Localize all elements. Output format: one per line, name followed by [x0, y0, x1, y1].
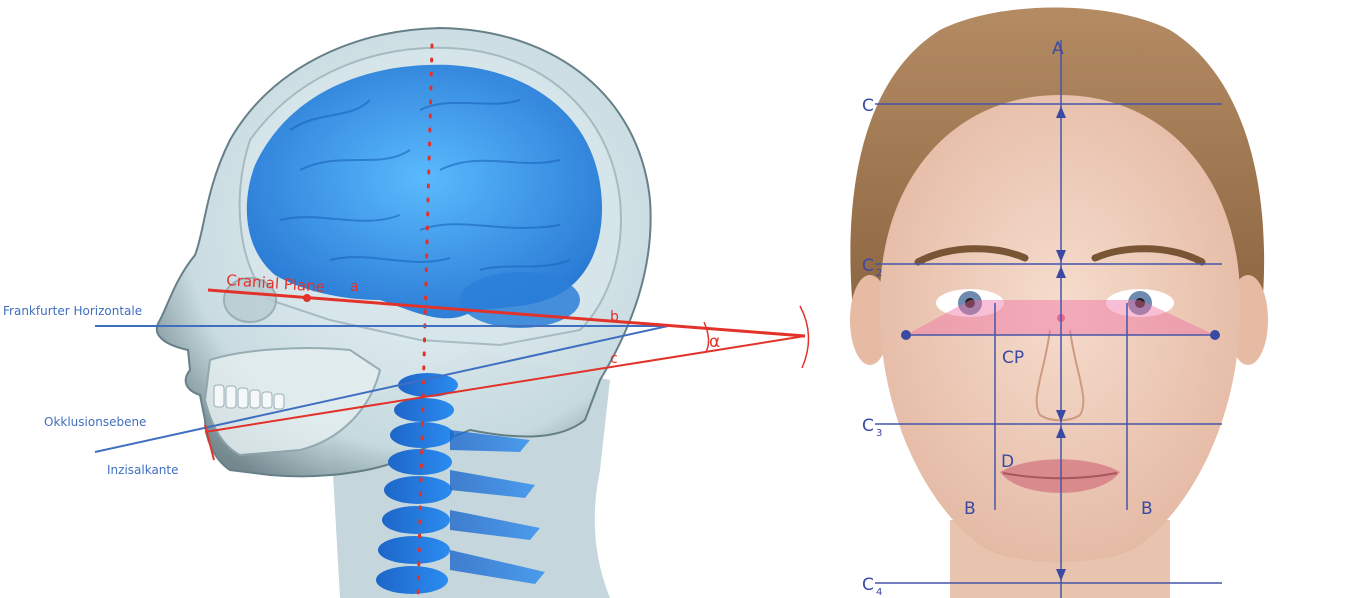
label-c2: C: [862, 256, 874, 276]
head-xray-illustration: [157, 28, 651, 598]
label-c4: C: [862, 575, 874, 595]
label-c3-sub: 3: [876, 428, 882, 439]
line-a-label: a: [350, 279, 359, 295]
label-c2-sub: 2: [876, 268, 882, 279]
label-cp: CP: [1002, 348, 1024, 368]
label-c4-sub: 4: [876, 587, 882, 598]
label-c3: C: [862, 416, 874, 436]
line-b-label: b: [610, 309, 619, 325]
cerebellum: [460, 272, 580, 328]
alpha-label: α: [709, 332, 720, 352]
inzisal-label: Inzisalkante: [107, 463, 179, 477]
okklusion-label: Okklusionsebene: [44, 415, 146, 429]
label-c1: C: [862, 96, 874, 116]
face-photo-illustration: [820, 0, 1350, 598]
label-d: D: [1001, 452, 1014, 472]
label-a-top: A: [1052, 39, 1064, 59]
line-c-label: c: [610, 351, 618, 367]
angle-arc-inner: [704, 322, 709, 352]
right-landmark-point: [1210, 330, 1220, 340]
cranial-plane-point: [303, 294, 311, 302]
label-b-right: B: [1141, 499, 1153, 519]
frankfurter-label: Frankfurter Horizontale: [3, 304, 142, 318]
label-b-left: B: [964, 499, 976, 519]
left-landmark-point: [901, 330, 911, 340]
